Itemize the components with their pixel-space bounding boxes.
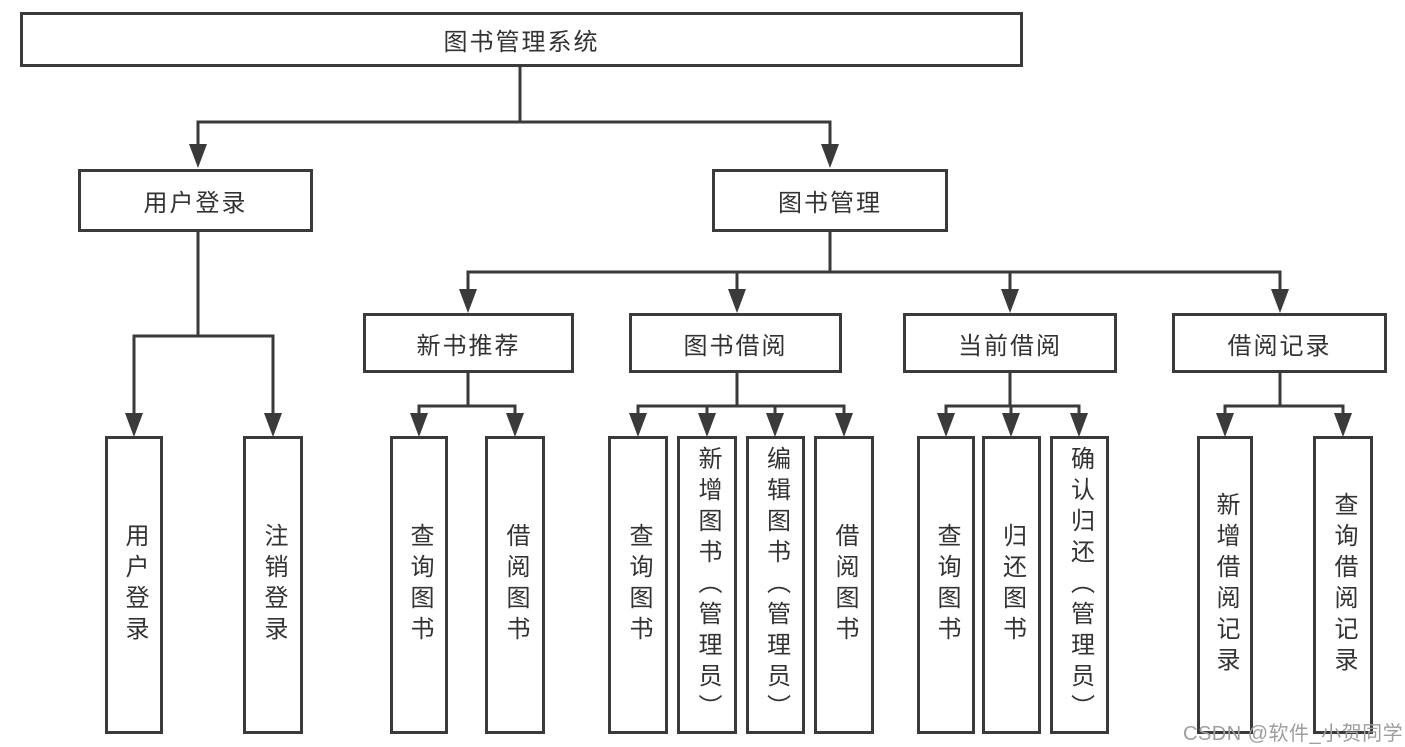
- leaf-cb-confirm-return-admin: 确认归还（管理员）: [1050, 436, 1109, 734]
- leaf-logout: 注销登录: [243, 436, 303, 734]
- leaf-bb-borrow-books-label: 借阅图书: [831, 523, 858, 647]
- leaf-cb-query-books: 查询图书: [917, 436, 975, 734]
- node-new-book-recommend-label: 新书推荐: [416, 332, 521, 360]
- leaf-logout-label: 注销登录: [260, 523, 287, 647]
- leaf-bb-query-books-label: 查询图书: [625, 523, 652, 647]
- leaf-bb-add-books-admin: 新增图书（管理员）: [677, 436, 737, 734]
- leaf-user-login-label: 用户登录: [121, 523, 148, 647]
- leaf-br-query-record: 查询借阅记录: [1313, 436, 1373, 734]
- leaf-br-add-record: 新增借阅记录: [1197, 436, 1253, 734]
- leaf-nbr-borrow-books: 借阅图书: [485, 436, 545, 734]
- node-book-management-label: 图书管理: [778, 190, 882, 217]
- node-library-management-system-label: 图书管理系统: [443, 29, 600, 56]
- node-user-login-label: 用户登录: [143, 190, 248, 217]
- node-book-management: 图书管理: [712, 169, 948, 232]
- leaf-cb-return-books: 归还图书: [982, 436, 1041, 734]
- node-borrowing-records: 借阅记录: [1172, 313, 1387, 373]
- leaf-nbr-query-books-label: 查询图书: [406, 523, 433, 647]
- leaf-bb-edit-books-admin-label: 编辑图书（管理员）: [762, 445, 790, 725]
- node-book-borrowing-label: 图书借阅: [683, 332, 788, 360]
- leaf-nbr-borrow-books-label: 借阅图书: [502, 523, 529, 647]
- node-current-borrowing: 当前借阅: [903, 313, 1117, 373]
- leaf-br-query-record-label: 查询借阅记录: [1330, 492, 1357, 678]
- leaf-br-add-record-label: 新增借阅记录: [1212, 492, 1239, 678]
- csdn-watermark: CSDN @软件_小贺同学: [1183, 723, 1404, 745]
- leaf-cb-query-books-label: 查询图书: [933, 523, 960, 647]
- leaf-bb-query-books: 查询图书: [608, 436, 668, 734]
- leaf-bb-borrow-books: 借阅图书: [814, 436, 874, 734]
- node-current-borrowing-label: 当前借阅: [958, 332, 1062, 360]
- node-user-login: 用户登录: [78, 169, 313, 232]
- leaf-user-login: 用户登录: [105, 436, 163, 734]
- leaf-nbr-query-books: 查询图书: [390, 436, 448, 734]
- node-library-management-system: 图书管理系统: [20, 12, 1023, 67]
- leaf-bb-add-books-admin-label: 新增图书（管理员）: [694, 445, 721, 725]
- leaf-cb-return-books-label: 归还图书: [998, 523, 1026, 647]
- leaf-bb-edit-books-admin: 编辑图书（管理员）: [746, 436, 805, 734]
- leaf-cb-confirm-return-admin-label: 确认归还（管理员）: [1066, 445, 1094, 725]
- node-borrowing-records-label: 借阅记录: [1227, 332, 1332, 360]
- node-book-borrowing: 图书借阅: [629, 313, 842, 373]
- node-new-book-recommend: 新书推荐: [363, 313, 574, 373]
